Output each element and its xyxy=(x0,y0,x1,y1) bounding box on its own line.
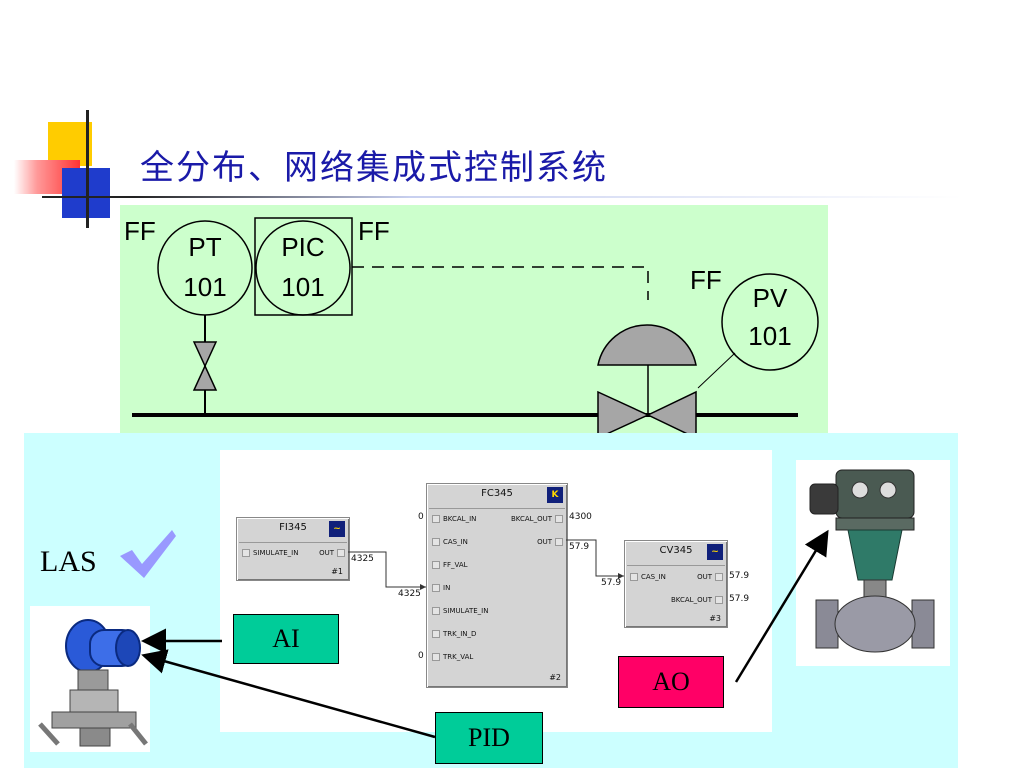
pv-leader-line xyxy=(697,352,736,389)
tap-valve-upper xyxy=(192,341,218,368)
slide-title: 全分布、网络集成式控制系统 xyxy=(140,148,608,188)
transmitter-photo xyxy=(30,606,150,752)
control-valve-photo xyxy=(796,460,950,666)
fc345-number: #2 xyxy=(549,673,561,682)
fi345-block[interactable]: FI345 ~ SIMULATE_IN OUT #1 xyxy=(236,517,350,581)
pic-instrument-circle xyxy=(255,220,351,316)
pic-tag: PIC xyxy=(281,232,325,262)
trend-icon: ~ xyxy=(707,544,723,560)
fi345-number: #1 xyxy=(331,567,343,576)
fc345-block[interactable]: FC345 K BKCAL_IN BKCAL_OUT CAS_IN OUT FF… xyxy=(426,483,568,688)
cv345-block[interactable]: CV345 ~ CAS_IN OUT BKCAL_OUT #3 xyxy=(624,540,728,628)
fc345-port-cas-in[interactable]: CAS_IN xyxy=(432,538,468,546)
title-deco-yellow-square xyxy=(48,122,92,166)
fc345-port-trk-in-d[interactable]: TRK_IN_D xyxy=(432,630,476,638)
fc345-bkcal-in-value: 0 xyxy=(418,512,424,522)
pt-number: 101 xyxy=(183,272,227,302)
valve-actuator xyxy=(597,324,697,366)
cv345-port-cas-in[interactable]: CAS_IN xyxy=(630,573,666,581)
cv345-cas-in-value: 57.9 xyxy=(601,578,622,588)
fi345-port-simulate-in[interactable]: SIMULATE_IN xyxy=(242,549,298,557)
transmitter-photo-drawing xyxy=(38,619,148,747)
fc345-title: FC345 xyxy=(481,488,513,499)
cv345-bkcal-out-value: 57.9 xyxy=(729,594,750,604)
link-arrowhead xyxy=(618,573,624,579)
block-divider xyxy=(627,565,725,566)
block-divider xyxy=(239,542,347,543)
fi345-port-out[interactable]: OUT xyxy=(319,549,345,557)
title-deco-vertical-line xyxy=(86,110,89,228)
ff-label-pt: FF xyxy=(124,216,156,246)
ff-label-pv: FF xyxy=(690,265,722,295)
fc345-port-ff-val[interactable]: FF_VAL xyxy=(432,561,468,569)
control-valve-photo-drawing xyxy=(809,469,935,653)
link-fi345-to-fc345 xyxy=(348,551,426,588)
pic-number: 101 xyxy=(281,272,325,302)
fc345-port-trk-val[interactable]: TRK_VAL xyxy=(432,653,473,661)
fc345-port-in[interactable]: IN xyxy=(432,584,450,592)
fc345-port-simulate-in[interactable]: SIMULATE_IN xyxy=(432,607,488,615)
checkmark-icon xyxy=(120,530,176,578)
pid-arrow xyxy=(141,649,436,739)
fi345-out-value: 4325 xyxy=(351,554,374,564)
link-fc345-to-cv345 xyxy=(566,539,624,577)
title-underline xyxy=(42,196,962,198)
fc345-bkcal-out-value: 4300 xyxy=(569,512,592,522)
trend-icon: ~ xyxy=(329,521,345,537)
fc345-port-out[interactable]: OUT xyxy=(537,538,563,546)
pv-tag: PV xyxy=(752,283,788,313)
ff-label-pic: FF xyxy=(358,216,390,246)
block-divider xyxy=(429,508,565,509)
fi345-title: FI345 xyxy=(279,522,307,533)
cv345-title: CV345 xyxy=(659,545,693,556)
ao-label-box: AO xyxy=(618,656,724,708)
pv-number: 101 xyxy=(748,321,792,351)
pid-diagram-panel xyxy=(120,205,828,447)
tap-valve-lower xyxy=(192,364,218,391)
fc345-in-value: 4325 xyxy=(398,589,421,599)
fc345-trk-val-value: 0 xyxy=(418,651,424,661)
control-valve-left xyxy=(597,390,650,440)
pid-controller-icon: K xyxy=(547,487,563,503)
pid-label-box: PID xyxy=(435,712,543,764)
fc345-port-bkcal-in[interactable]: BKCAL_IN xyxy=(432,515,476,523)
fc345-port-bkcal-out[interactable]: BKCAL_OUT xyxy=(511,515,563,523)
link-arrowhead xyxy=(420,584,426,590)
las-label: LAS xyxy=(40,545,97,578)
cv345-port-out[interactable]: OUT xyxy=(697,573,723,581)
fc345-out-value: 57.9 xyxy=(569,542,590,552)
ai-label-box: AI xyxy=(233,614,339,664)
cv345-number: #3 xyxy=(709,614,721,623)
cv345-out-value: 57.9 xyxy=(729,571,750,581)
control-valve-right xyxy=(646,390,697,440)
ao-arrow xyxy=(734,529,829,683)
pv-instrument-circle xyxy=(721,273,819,371)
pt-tag: PT xyxy=(188,232,222,262)
cv345-port-bkcal-out[interactable]: BKCAL_OUT xyxy=(671,596,723,604)
